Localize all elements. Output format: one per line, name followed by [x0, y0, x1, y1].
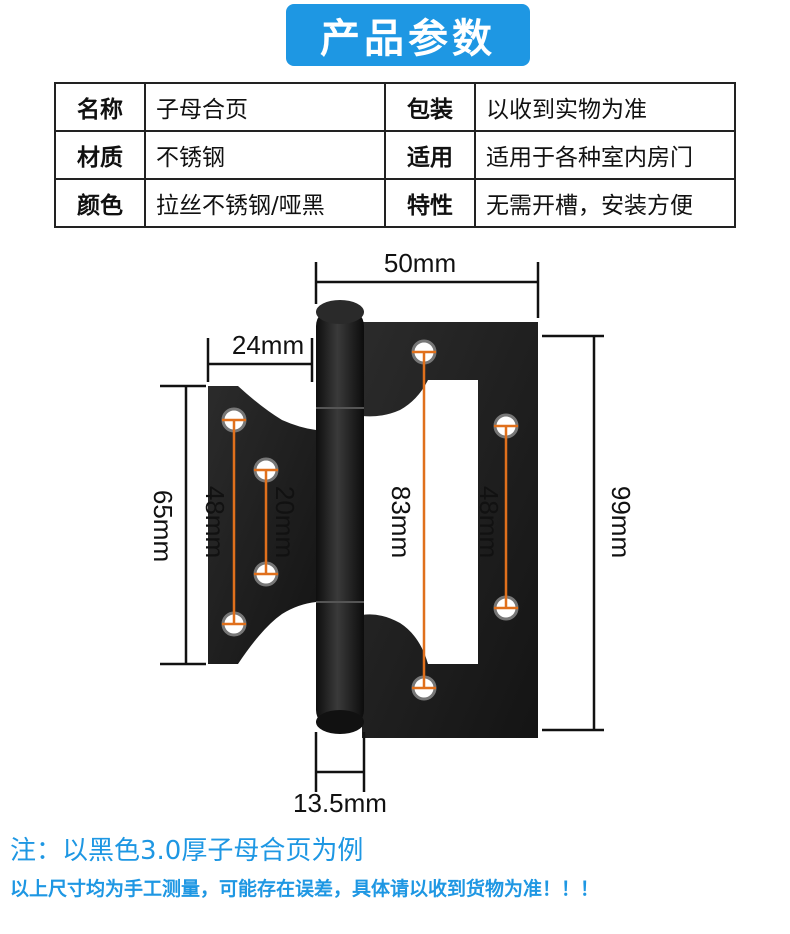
spec-key: 适用	[384, 130, 476, 180]
dim-label-small-hole-span: 48mm	[200, 486, 230, 558]
spec-row: 材质 不锈钢 适用 适用于各种室内房门	[54, 130, 736, 180]
knuckle-bottom-cap	[316, 710, 364, 734]
spec-value: 子母合页	[144, 82, 386, 132]
section-title: 产品参数	[286, 4, 530, 66]
spec-value: 适用于各种室内房门	[474, 130, 736, 180]
spec-value: 不锈钢	[144, 130, 386, 180]
knuckle	[316, 308, 364, 728]
spec-row: 颜色 拉丝不锈钢/哑黑 特性 无需开槽，安装方便	[54, 178, 736, 228]
spec-value: 以收到实物为准	[474, 82, 736, 132]
dim-label-big-hole-span: 83mm	[386, 486, 416, 558]
knuckle-top-cap	[316, 300, 364, 324]
spec-row: 名称 子母合页 包装 以收到实物为准	[54, 82, 736, 132]
hinge-diagram: 50mm 24mm 13.5mm 65mm 48mm 20mm 83mm 48m…	[148, 248, 636, 818]
note-example: 注：以黑色3.0厚子母合页为例	[10, 836, 364, 866]
dimension-lines	[160, 262, 604, 792]
dim-label-small-inner-span: 20mm	[270, 486, 300, 558]
spec-value: 拉丝不锈钢/哑黑	[144, 178, 386, 228]
spec-key: 特性	[384, 178, 476, 228]
spec-key: 名称	[54, 82, 146, 132]
spec-value: 无需开槽，安装方便	[474, 178, 736, 228]
hole-measure-lines	[222, 350, 518, 690]
dim-label-big-leaf-height: 99mm	[606, 486, 636, 558]
dim-label-small-leaf-width: 24mm	[232, 330, 304, 360]
note-disclaimer: 以上尺寸均为手工测量，可能存在误差，具体请以收到货物为准！！！	[10, 878, 600, 900]
dim-label-small-leaf-height: 65mm	[148, 490, 178, 562]
spec-key: 颜色	[54, 178, 146, 228]
spec-table: 名称 子母合页 包装 以收到实物为准 材质 不锈钢 适用 适用于各种室内房门 颜…	[54, 82, 736, 228]
dim-label-width-total: 50mm	[384, 248, 456, 278]
spec-key: 包装	[384, 82, 476, 132]
dim-label-big-side-span: 48mm	[474, 486, 504, 558]
spec-key: 材质	[54, 130, 146, 180]
dim-label-knuckle-width: 13.5mm	[293, 788, 387, 818]
